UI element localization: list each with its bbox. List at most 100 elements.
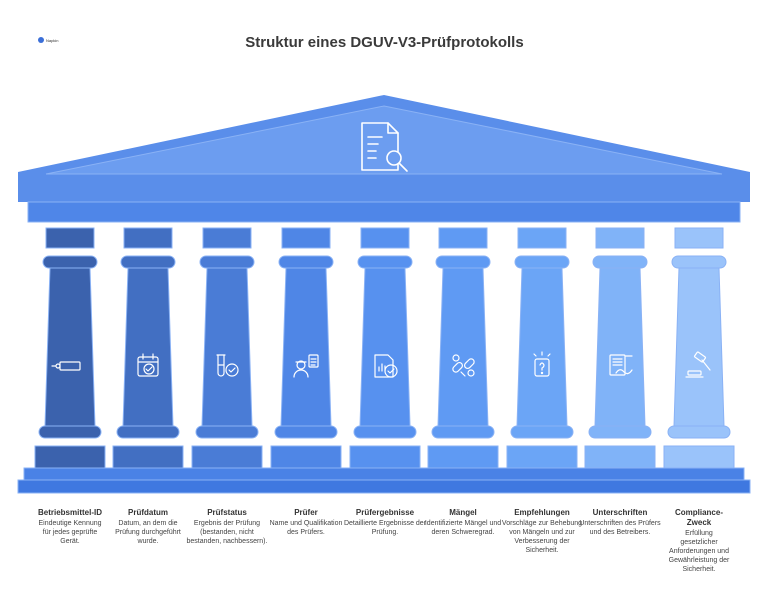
- inspector-clipboard-icon: [293, 354, 319, 378]
- column-capital-ring: [357, 255, 413, 269]
- pillar-title: Prüfergebnisse: [355, 508, 415, 517]
- column-capital: [45, 227, 95, 249]
- logo-text: Napkin: [46, 37, 59, 43]
- column-capital: [595, 227, 645, 249]
- logo-mark-icon: [38, 37, 44, 43]
- column-capital-ring: [671, 255, 727, 269]
- document-search-icon: [361, 122, 408, 172]
- column-plinth: [427, 445, 499, 469]
- pillar-title: Prüfdatum: [128, 508, 168, 517]
- pillar-description: Name und Qualifikation des Prüfers.: [269, 520, 343, 536]
- column-base-ring: [431, 425, 495, 439]
- column-capital: [517, 227, 567, 249]
- column-plinth: [270, 445, 342, 469]
- broken-link-icon: [452, 354, 475, 377]
- pillar-title: Unterschriften: [592, 508, 648, 517]
- pillar-title: Compliance-Zweck: [674, 508, 723, 527]
- pillar-title: Empfehlungen: [514, 508, 570, 517]
- column-8: [584, 227, 656, 469]
- column-capital-ring: [278, 255, 334, 269]
- column-shaft: [437, 267, 489, 427]
- pillar-title: Betriebsmittel-ID: [37, 508, 102, 517]
- brand-logo: Napkin: [38, 36, 60, 44]
- pillar-description: Unterschriften des Prüfers und des Betre…: [579, 520, 661, 536]
- column-shaft: [673, 267, 725, 427]
- tag-icon: [51, 361, 81, 371]
- column-base-ring: [588, 425, 652, 439]
- test-tube-check-icon: [216, 354, 239, 377]
- report-check-icon: [374, 354, 398, 378]
- pillar-title: Prüfstatus: [207, 508, 247, 517]
- base-step-bottom: [17, 479, 751, 494]
- column-shaft: [516, 267, 568, 427]
- column-capital: [438, 227, 488, 249]
- column-plinth: [584, 445, 656, 469]
- signed-document-icon: [609, 354, 633, 376]
- column-2: [112, 227, 184, 469]
- column-1: [34, 227, 106, 469]
- column-capital: [674, 227, 724, 249]
- pillar-description: Identifizierte Mängel und deren Schwereg…: [424, 520, 502, 536]
- column-shaft: [44, 267, 96, 427]
- column-shaft: [280, 267, 332, 427]
- column-base-ring: [38, 425, 102, 439]
- column-plinth: [191, 445, 263, 469]
- column-capital-ring: [42, 255, 98, 269]
- column-9: [663, 227, 735, 469]
- column-shaft: [594, 267, 646, 427]
- column-capital-ring: [435, 255, 491, 269]
- pillar-title: Mängel: [449, 508, 477, 517]
- gavel-icon: [685, 351, 711, 378]
- column-capital: [202, 227, 252, 249]
- column-6: [427, 227, 499, 469]
- base-step-top: [23, 467, 745, 481]
- column-3: [191, 227, 263, 469]
- calendar-check-icon: [137, 353, 159, 377]
- pillar-description: Datum, an dem die Prüfung durchgeführt w…: [115, 520, 181, 545]
- page-title: Struktur eines DGUV-V3-Prüfprotokolls: [245, 34, 524, 51]
- column-capital-ring: [120, 255, 176, 269]
- column-shaft: [359, 267, 411, 427]
- column-plinth: [349, 445, 421, 469]
- column-5: [349, 227, 421, 469]
- column-7: [506, 227, 578, 469]
- idea-question-icon: [533, 351, 551, 377]
- pillar-description: Eindeutige Kennung für jedes geprüfte Ge…: [38, 520, 102, 545]
- column-capital-ring: [514, 255, 570, 269]
- column-plinth: [34, 445, 106, 469]
- column-capital: [281, 227, 331, 249]
- column-plinth: [663, 445, 735, 469]
- column-4: [270, 227, 342, 469]
- column-base-ring: [353, 425, 417, 439]
- column-shaft: [122, 267, 174, 427]
- column-capital-ring: [199, 255, 255, 269]
- column-base-ring: [195, 425, 259, 439]
- pillar-title: Prüfer: [294, 508, 318, 517]
- column-base-ring: [116, 425, 180, 439]
- pillar-label: Betriebsmittel-ID Eindeutige Kennung für …: [37, 508, 103, 546]
- pillar-description: Erfüllung gesetzlicher Anforderungen und…: [668, 530, 730, 573]
- roof-inner: [45, 105, 723, 175]
- pillar-description: Detaillierte Ergebnisse der Prüfung.: [343, 520, 427, 536]
- column-base-ring: [274, 425, 338, 439]
- column-plinth: [506, 445, 578, 469]
- pillar-description: Vorschläge zur Behebung von Mängeln und …: [501, 520, 583, 554]
- column-capital: [123, 227, 173, 249]
- column-capital-ring: [592, 255, 648, 269]
- column-capital: [360, 227, 410, 249]
- column-shaft: [201, 267, 253, 427]
- entablature: [27, 201, 741, 223]
- pillar-description: Ergebnis der Prüfung (bestanden, nicht b…: [186, 520, 268, 545]
- column-plinth: [112, 445, 184, 469]
- column-base-ring: [510, 425, 574, 439]
- column-base-ring: [667, 425, 731, 439]
